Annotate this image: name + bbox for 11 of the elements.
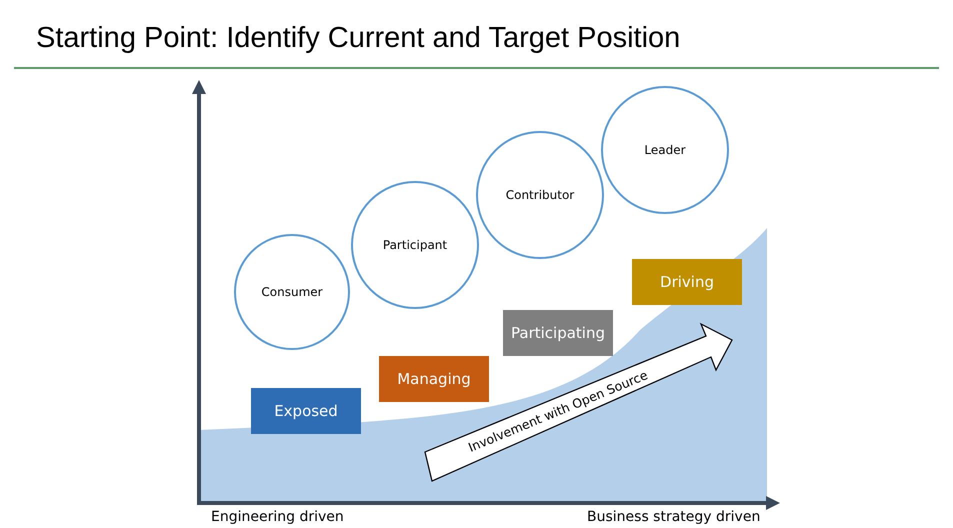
level-box: Managing (379, 356, 489, 402)
axis-label: Business strategy driven (587, 509, 760, 525)
level-box: Exposed (251, 388, 361, 434)
slide-title: Starting Point: Identify Current and Target Position (36, 22, 680, 55)
stage-label: Participant (382, 238, 448, 252)
level-box: Driving (632, 259, 742, 305)
stage-label: Contributor (506, 188, 574, 202)
level-box: Participating (503, 310, 613, 356)
axis-label: Engineering driven (211, 509, 344, 525)
stage-label: Consumer (261, 285, 323, 299)
stage-label: Leader (644, 143, 686, 157)
